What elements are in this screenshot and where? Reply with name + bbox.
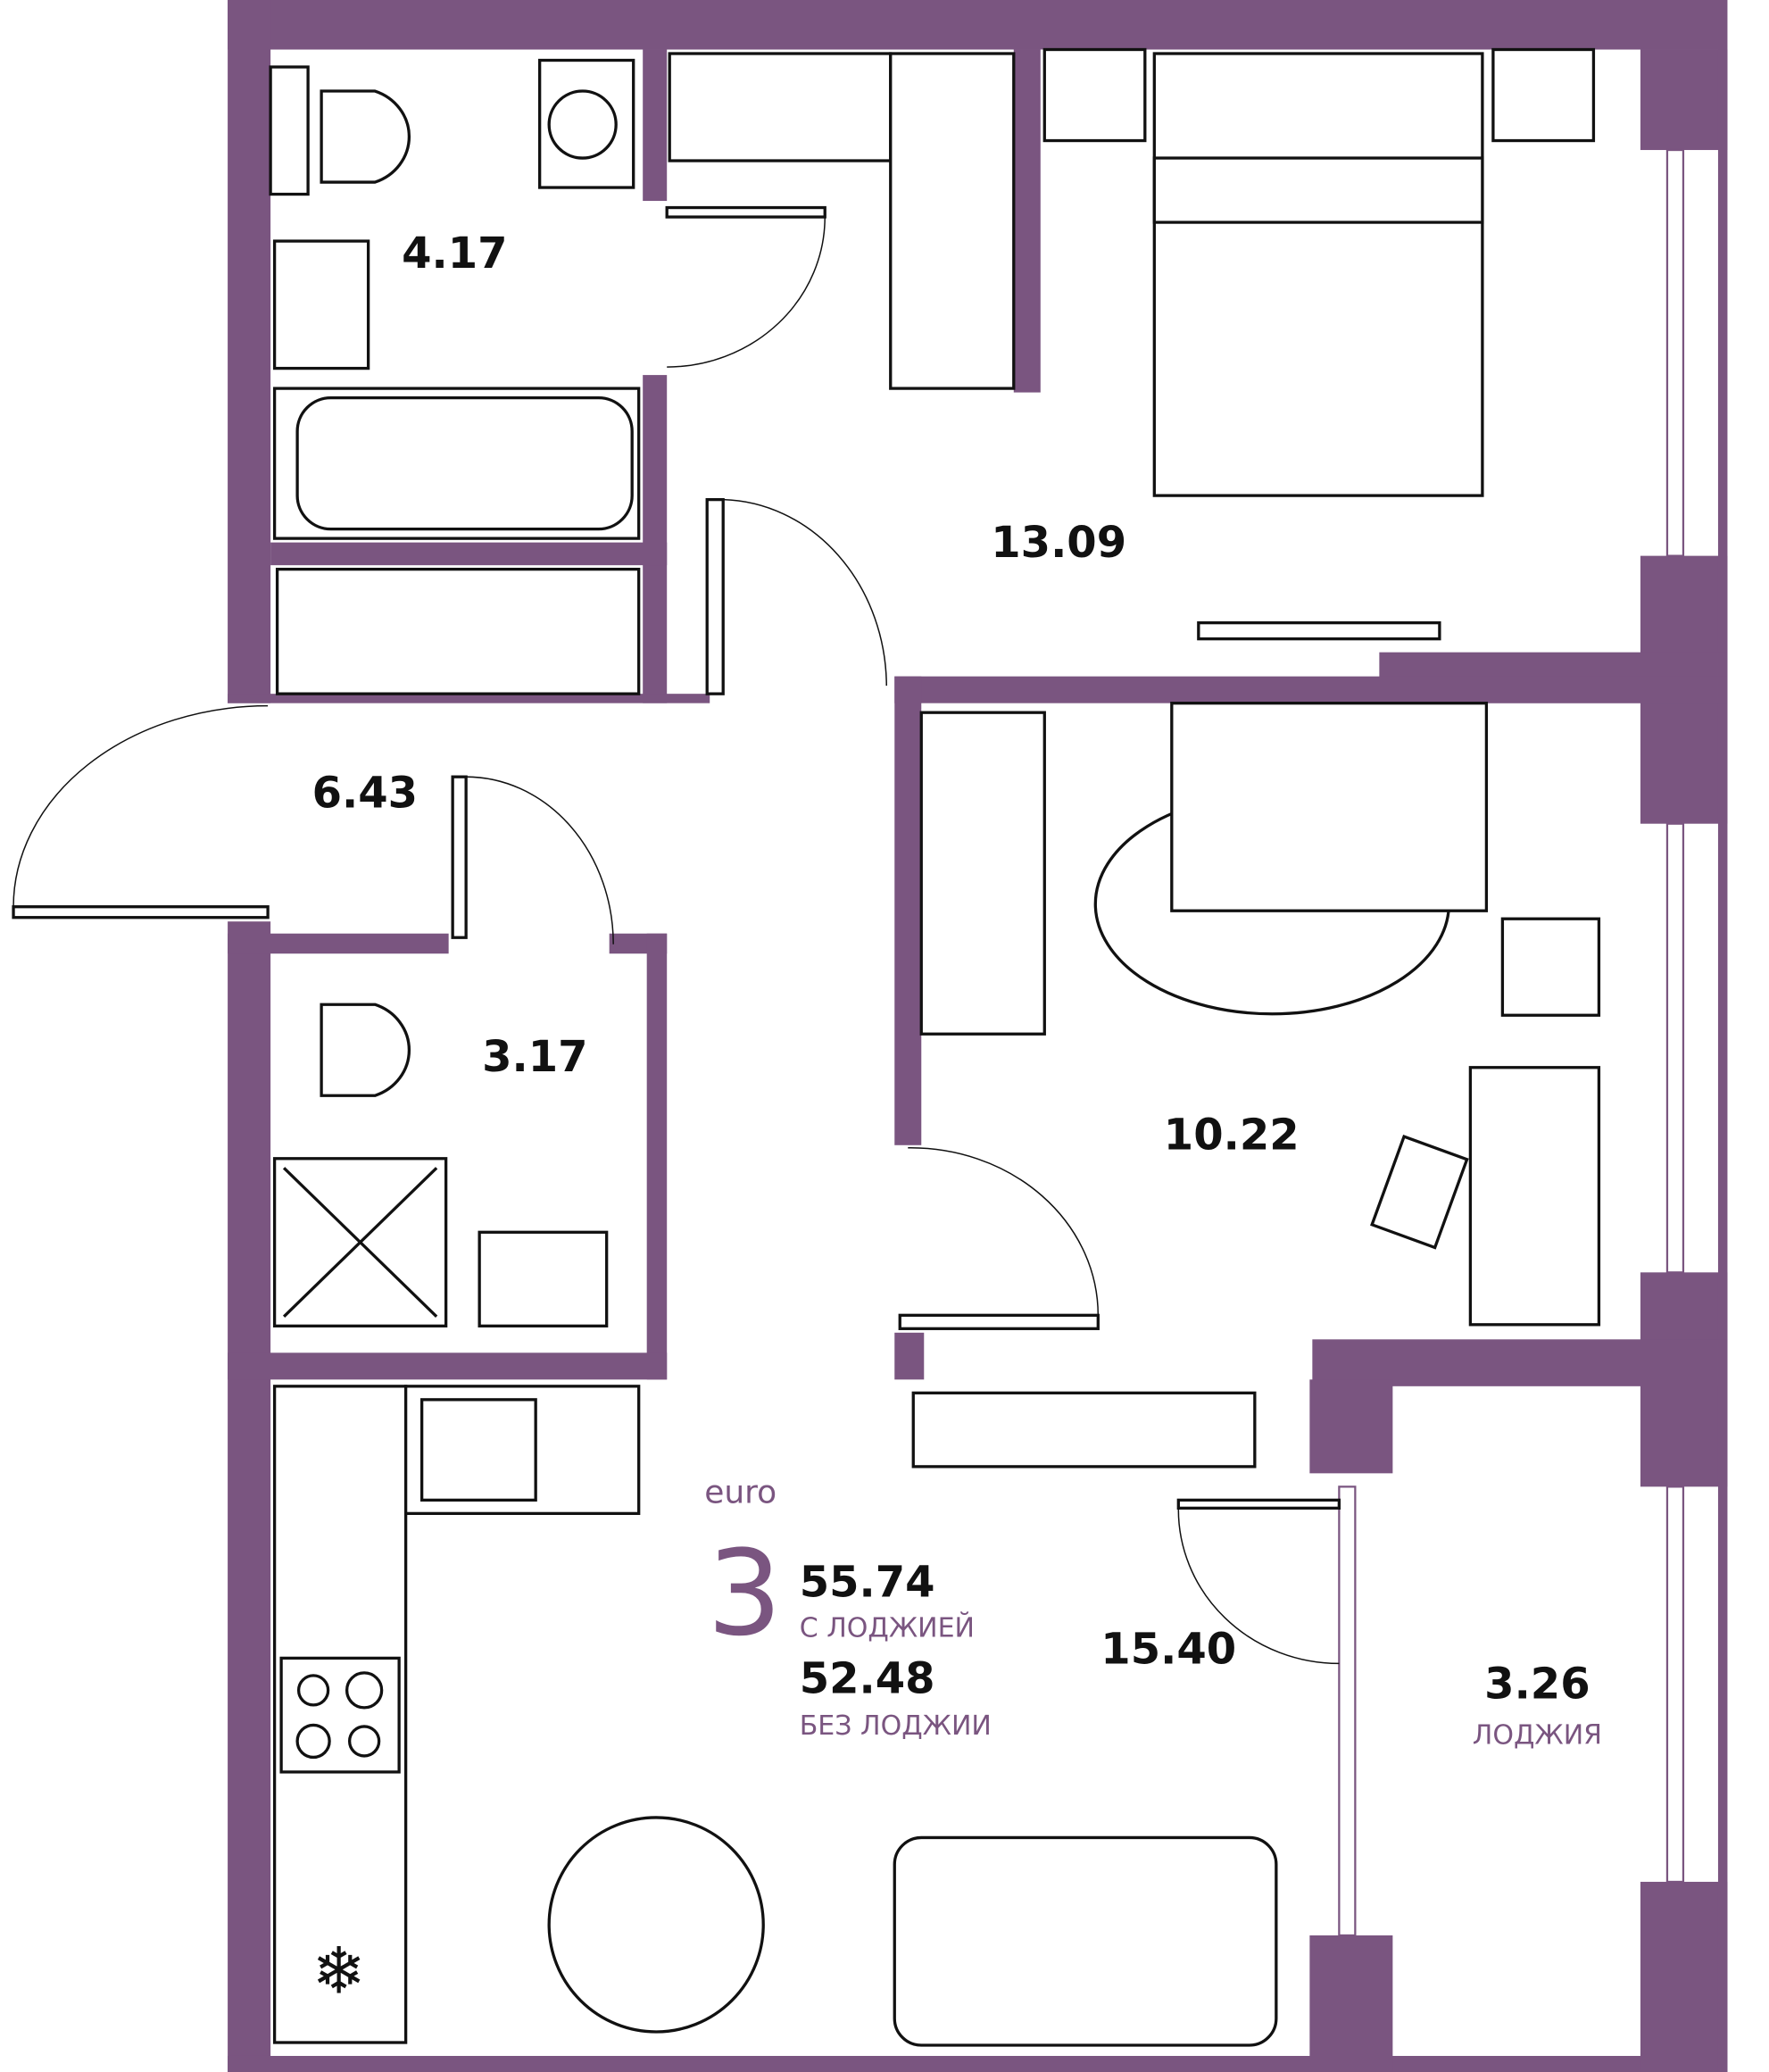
room-area-loggia: 3.26 <box>1484 1659 1590 1709</box>
tv-icon <box>1197 620 1441 641</box>
nightstand-icon <box>1042 47 1147 143</box>
sofa-icon <box>893 1835 1278 2047</box>
doors <box>12 205 1341 1665</box>
room-labels: 4.17 13.09 6.43 3.17 10.22 15.40 3.26 ЛО… <box>312 229 1602 1751</box>
bathtub-icon <box>272 387 641 540</box>
room-area-wc: 3.17 <box>482 1032 587 1082</box>
toilet-icon <box>320 1003 411 1097</box>
wardrobe-icon <box>889 52 1016 390</box>
desk-icon <box>1468 1066 1601 1327</box>
wardrobe-icon <box>668 52 893 162</box>
nightstand-icon <box>1500 917 1601 1017</box>
toilet-icon <box>320 89 411 184</box>
total-without-loggia: 52.48 <box>800 1653 935 1703</box>
room-area-kids-room: 10.22 <box>1164 1110 1300 1160</box>
nightstand-icon <box>1491 47 1596 143</box>
wardrobe-icon <box>275 567 641 695</box>
tv-stand-icon <box>911 1391 1257 1469</box>
apartment-summary: euro 3 55.74 С ЛОДЖИЕЙ 52.48 БЕЗ ЛОДЖИИ <box>704 1474 992 1742</box>
stove-icon <box>279 1656 401 1774</box>
entry-door <box>12 905 270 920</box>
type-label: euro <box>704 1474 777 1510</box>
total-with-loggia: 55.74 <box>800 1557 935 1607</box>
sink-icon <box>478 1230 609 1327</box>
with-loggia-label: С ЛОДЖИЕЙ <box>800 1611 975 1643</box>
sink-icon <box>272 239 370 370</box>
kitchen-sink-icon <box>419 1398 537 1502</box>
without-loggia-label: БЕЗ ЛОДЖИИ <box>800 1710 992 1742</box>
washing-machine-icon <box>538 58 635 189</box>
room-area-hall: 6.43 <box>312 769 418 819</box>
walls <box>228 0 1728 2072</box>
bed-icon <box>1152 52 1484 497</box>
windows <box>1338 148 1685 1937</box>
room-area-bathroom: 4.17 <box>402 229 507 279</box>
bed-icon <box>1170 702 1489 912</box>
rooms-count: 3 <box>707 1525 782 1662</box>
snowflake-icon: ❄ <box>311 1933 365 2008</box>
wardrobe-icon <box>919 711 1046 1036</box>
furniture: ❄ <box>269 47 1601 2047</box>
room-area-kitchen-living: 15.40 <box>1100 1624 1236 1674</box>
room-area-bedroom: 13.09 <box>991 518 1126 568</box>
loggia-label: ЛОДЖИЯ <box>1473 1719 1602 1751</box>
dining-table-icon <box>547 1816 765 2034</box>
chair-icon <box>1370 1134 1469 1250</box>
